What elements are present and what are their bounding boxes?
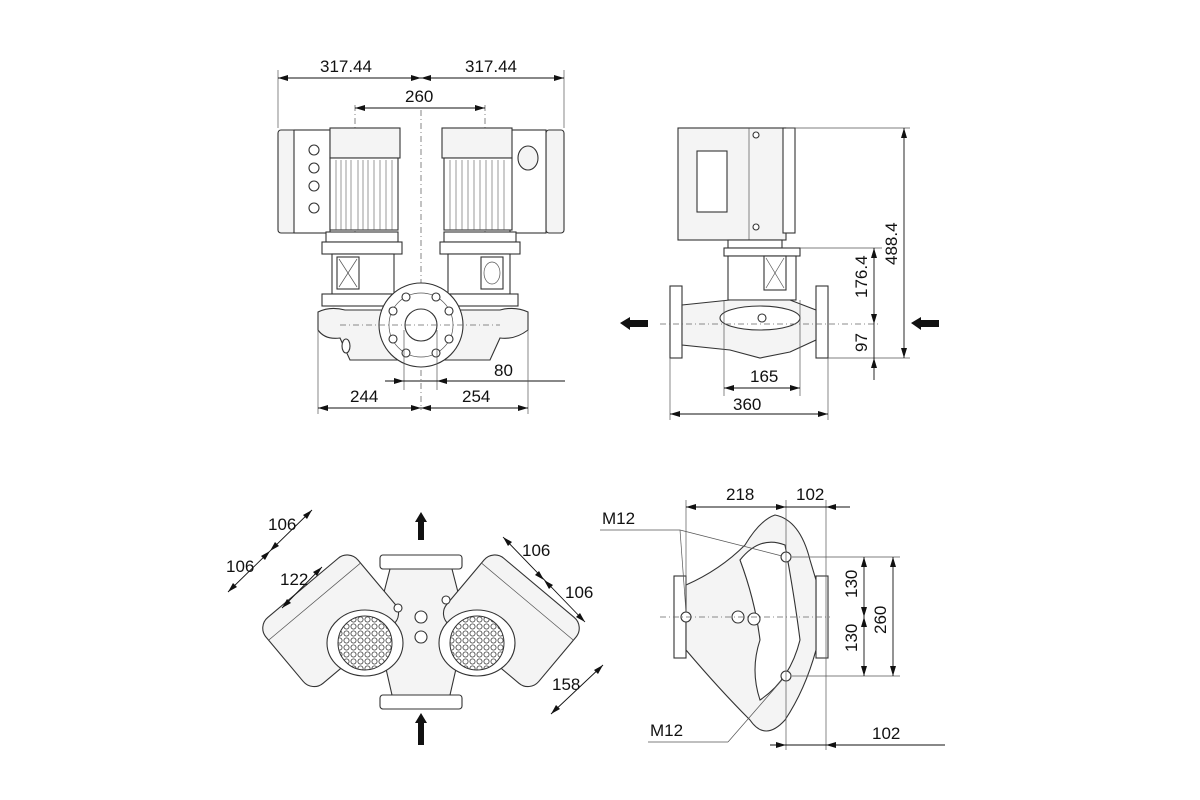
dim-base-width: 165 bbox=[723, 300, 801, 396]
side-view: 488.4 176.4 97 165 bbox=[620, 127, 939, 420]
left-motor bbox=[277, 127, 403, 295]
dim-top-left: 106 106 122 bbox=[226, 509, 323, 609]
dim-label: 488.4 bbox=[882, 222, 901, 265]
flow-arrow-out bbox=[620, 317, 648, 330]
right-flange bbox=[815, 285, 829, 359]
left-fan-grille bbox=[337, 615, 393, 671]
dim-inlet-offset: 80 bbox=[385, 330, 565, 390]
thread-callout-upper: M12 bbox=[600, 509, 783, 613]
dim-hole-x: 218 102 bbox=[685, 485, 850, 750]
top-view: 106 106 122 106 106 158 bbox=[226, 509, 604, 745]
dim-label: 106 bbox=[268, 515, 296, 534]
dim-label: 106 bbox=[565, 583, 593, 602]
dim-label: 165 bbox=[750, 367, 778, 386]
dim-foot-distances: 244 254 bbox=[317, 330, 529, 414]
dim-motor-spacing: 260 bbox=[355, 87, 485, 111]
dim-label: 360 bbox=[733, 395, 761, 414]
dim-port-to-port: 360 bbox=[669, 358, 829, 420]
dim-top-right: 106 106 158 bbox=[502, 536, 604, 715]
dim-label: 106 bbox=[226, 557, 254, 576]
dim-below-center: 97 bbox=[852, 324, 877, 380]
dim-bottom-right: 102 bbox=[770, 724, 945, 748]
dim-label: 317.44 bbox=[465, 57, 517, 76]
dim-flange-height: 176.4 bbox=[800, 247, 882, 324]
dim-label: 130 bbox=[842, 570, 861, 598]
dim-label: 176.4 bbox=[852, 255, 871, 298]
dim-label: 80 bbox=[494, 361, 513, 380]
dim-label: 244 bbox=[350, 387, 378, 406]
thread-label: M12 bbox=[650, 721, 683, 740]
dim-label: 102 bbox=[872, 724, 900, 743]
dim-label: 158 bbox=[552, 675, 580, 694]
dim-label: 106 bbox=[522, 541, 550, 560]
thread-callout-lower: M12 bbox=[648, 679, 783, 743]
pump-housing bbox=[317, 282, 529, 368]
dim-overall-width: 317.44 317.44 bbox=[277, 57, 565, 128]
motor-terminal-box bbox=[677, 127, 787, 241]
dim-label: 218 bbox=[726, 485, 754, 504]
flow-arrow-in bbox=[911, 317, 939, 330]
thread-label: M12 bbox=[602, 509, 635, 528]
dim-total-height: 488.4 bbox=[786, 127, 910, 359]
dim-label: 130 bbox=[842, 624, 861, 652]
dim-label: 317.44 bbox=[320, 57, 372, 76]
dim-label: 122 bbox=[280, 570, 308, 589]
left-flange bbox=[669, 285, 683, 359]
right-motor bbox=[439, 127, 565, 295]
dim-label: 254 bbox=[462, 387, 490, 406]
bottom-view: M12 M12 218 102 bbox=[600, 485, 945, 750]
flow-arrow-top bbox=[415, 512, 427, 540]
front-view: 317.44 317.44 260 80 244 bbox=[277, 57, 565, 414]
right-fan-grille bbox=[449, 615, 505, 671]
dim-label: 260 bbox=[871, 606, 890, 634]
flow-arrow-bottom bbox=[415, 713, 427, 745]
dim-label: 102 bbox=[796, 485, 824, 504]
dim-label: 260 bbox=[405, 87, 433, 106]
dim-label: 97 bbox=[852, 333, 871, 352]
dim-hole-y: 130 130 260 bbox=[792, 556, 900, 677]
